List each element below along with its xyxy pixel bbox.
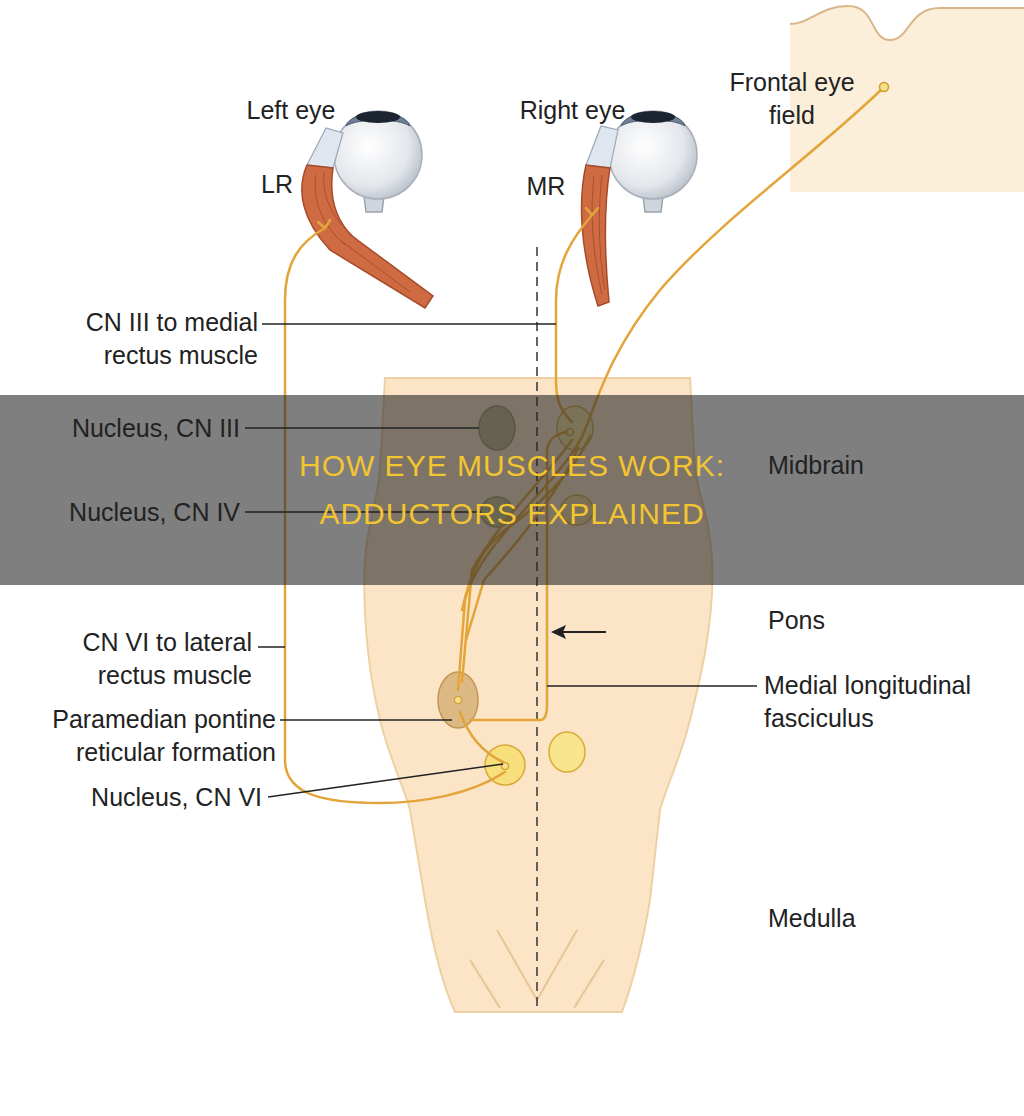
nucleus-cn6-right	[549, 732, 585, 772]
leader-line	[547, 685, 757, 687]
structure-label: Paramedian pontine reticular formation	[0, 703, 276, 769]
midline-dashed	[536, 247, 538, 1012]
cortex-region: Frontal eye field	[790, 0, 1024, 192]
leader-line	[258, 646, 285, 648]
nerve-label: CN III to medial rectus muscle	[22, 306, 258, 372]
cn3-nerve	[556, 215, 592, 422]
muscle-label: MR	[516, 170, 576, 203]
pupil	[356, 111, 400, 123]
region-label: Medulla	[768, 902, 968, 935]
leader-line	[280, 719, 452, 721]
muscle-tendon	[586, 126, 618, 168]
muscle-label: LR	[248, 168, 306, 201]
nucleus-label: Nucleus, CN VI	[20, 781, 262, 814]
medial-rectus-muscle	[582, 165, 610, 306]
eye-label: Left eye	[232, 94, 350, 127]
tract-label: Medial longitudinal fasciculus	[764, 669, 1024, 735]
cortex-fill	[790, 6, 1024, 192]
eyeball	[334, 111, 422, 199]
frontal-eye-field-tract	[458, 87, 884, 690]
leader-line	[268, 764, 503, 797]
synapse-dot	[455, 697, 462, 704]
cortex-surface	[790, 6, 1024, 40]
title-banner: HOW EYE MUSCLES WORK: ADDUCTORS EXPLAINE…	[0, 395, 1024, 585]
synapse-dot	[880, 83, 889, 92]
pupil	[631, 111, 675, 123]
pprf-to-cn6	[460, 712, 503, 762]
eyeball	[609, 111, 697, 199]
region-label: Pons	[768, 604, 968, 637]
muscle-striation	[315, 172, 410, 292]
muscle-striation	[592, 175, 605, 295]
eye-label: Right eye	[500, 94, 645, 127]
lateral-rectus-muscle	[302, 165, 433, 308]
nerve-ending	[318, 220, 330, 228]
nerve-label: CN VI to lateral rectus muscle	[14, 626, 252, 692]
banner-title: HOW EYE MUSCLES WORK: ADDUCTORS EXPLAINE…	[272, 442, 752, 538]
region-label: Frontal eye field	[706, 66, 878, 132]
pointer-arrow-head	[551, 625, 566, 639]
nerve-ending	[586, 208, 598, 215]
pointer-arrow-shaft	[560, 631, 606, 633]
leader-line	[262, 323, 556, 325]
muscle-tendon	[307, 128, 343, 168]
